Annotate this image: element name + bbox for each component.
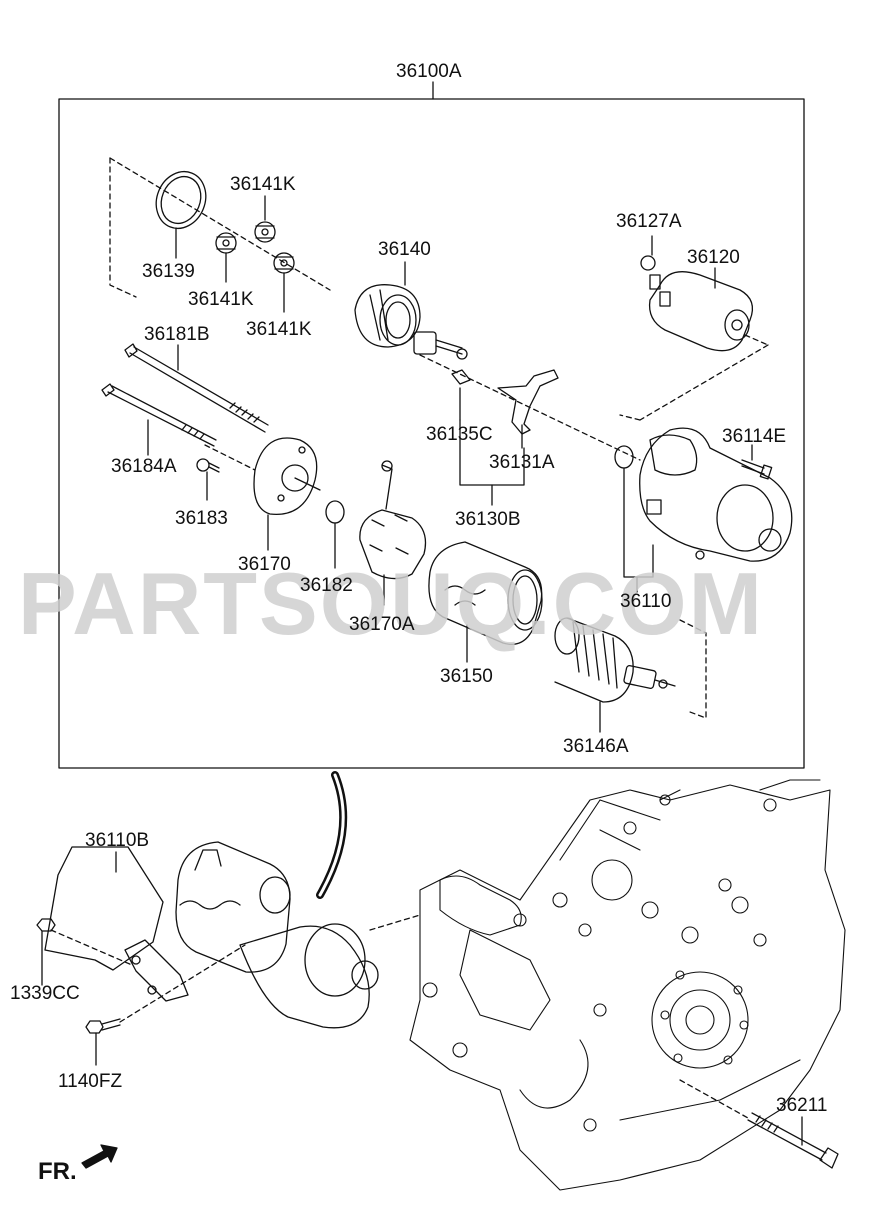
- starter-motor-assembly[interactable]: [175, 841, 379, 1029]
- label-36135C[interactable]: 36135C: [426, 424, 493, 445]
- label-36110[interactable]: 36110: [620, 591, 672, 612]
- label-36150[interactable]: 36150: [440, 666, 493, 687]
- label-36131A[interactable]: 36131A: [489, 452, 555, 473]
- label-36170[interactable]: 36170: [238, 554, 291, 575]
- yoke-36150[interactable]: [428, 541, 543, 663]
- lever-36131A[interactable]: [497, 369, 559, 449]
- plunger-36135C[interactable]: [451, 369, 471, 421]
- label-36100A[interactable]: 36100A: [396, 61, 462, 82]
- armature-36146A[interactable]: [554, 617, 676, 733]
- nut-1339CC[interactable]: [36, 918, 133, 986]
- label-36130B[interactable]: 36130B: [455, 509, 521, 530]
- planet-gear-36141K[interactable]: [215, 232, 237, 283]
- brush-holder-36170A[interactable]: [359, 460, 427, 606]
- label-36127A[interactable]: 36127A: [616, 211, 682, 232]
- label-36141K[interactable]: 36141K: [246, 319, 312, 340]
- label-36110B[interactable]: 36110B: [85, 830, 150, 851]
- label-36211[interactable]: 36211: [776, 1095, 828, 1116]
- label-36170A[interactable]: 36170A: [349, 614, 415, 635]
- label-36114E[interactable]: 36114E: [722, 426, 787, 447]
- arrow-icon: [81, 1144, 118, 1169]
- planet-gear-36141K[interactable]: [254, 195, 276, 243]
- label-1339CC[interactable]: 1339CC: [10, 983, 80, 1004]
- label-36182[interactable]: 36182: [300, 575, 353, 596]
- screw-36183[interactable]: [196, 458, 220, 501]
- assembly-frame: [58, 98, 805, 769]
- heat-shield-36110B[interactable]: [44, 846, 189, 1002]
- label-36146A[interactable]: 36146A: [563, 736, 629, 757]
- bolt-36211[interactable]: [679, 1079, 839, 1169]
- watermark: PARTSOUQ.COM: [18, 554, 764, 653]
- bolt-36114E[interactable]: [741, 444, 773, 480]
- solenoid-36120[interactable]: [640, 235, 754, 352]
- label-36141K[interactable]: 36141K: [188, 289, 254, 310]
- drive-pinion-36140[interactable]: [354, 261, 468, 360]
- rear-bracket-36170[interactable]: [253, 437, 321, 551]
- label-36140[interactable]: 36140: [378, 239, 431, 260]
- label-36184A[interactable]: 36184A: [111, 456, 177, 477]
- bush-36182[interactable]: [325, 500, 345, 569]
- label-36120[interactable]: 36120: [687, 247, 740, 268]
- label-36139[interactable]: 36139: [142, 261, 195, 282]
- front-housing-36110[interactable]: [639, 427, 793, 562]
- snap-ring-36139[interactable]: [148, 164, 214, 259]
- label-1140FZ[interactable]: 1140FZ: [58, 1071, 123, 1092]
- bolt-1140FZ[interactable]: [85, 944, 246, 1066]
- label-36183[interactable]: 36183: [175, 508, 228, 529]
- direction-label: FR.: [38, 1158, 77, 1185]
- through-bolt-36181B[interactable]: [124, 343, 269, 433]
- label-36181B[interactable]: 36181B: [144, 324, 210, 345]
- engine-block: [409, 779, 846, 1191]
- planet-gear-36141K[interactable]: [273, 252, 295, 313]
- label-36141K[interactable]: 36141K: [230, 174, 296, 195]
- through-bolt-36184A[interactable]: [101, 383, 217, 456]
